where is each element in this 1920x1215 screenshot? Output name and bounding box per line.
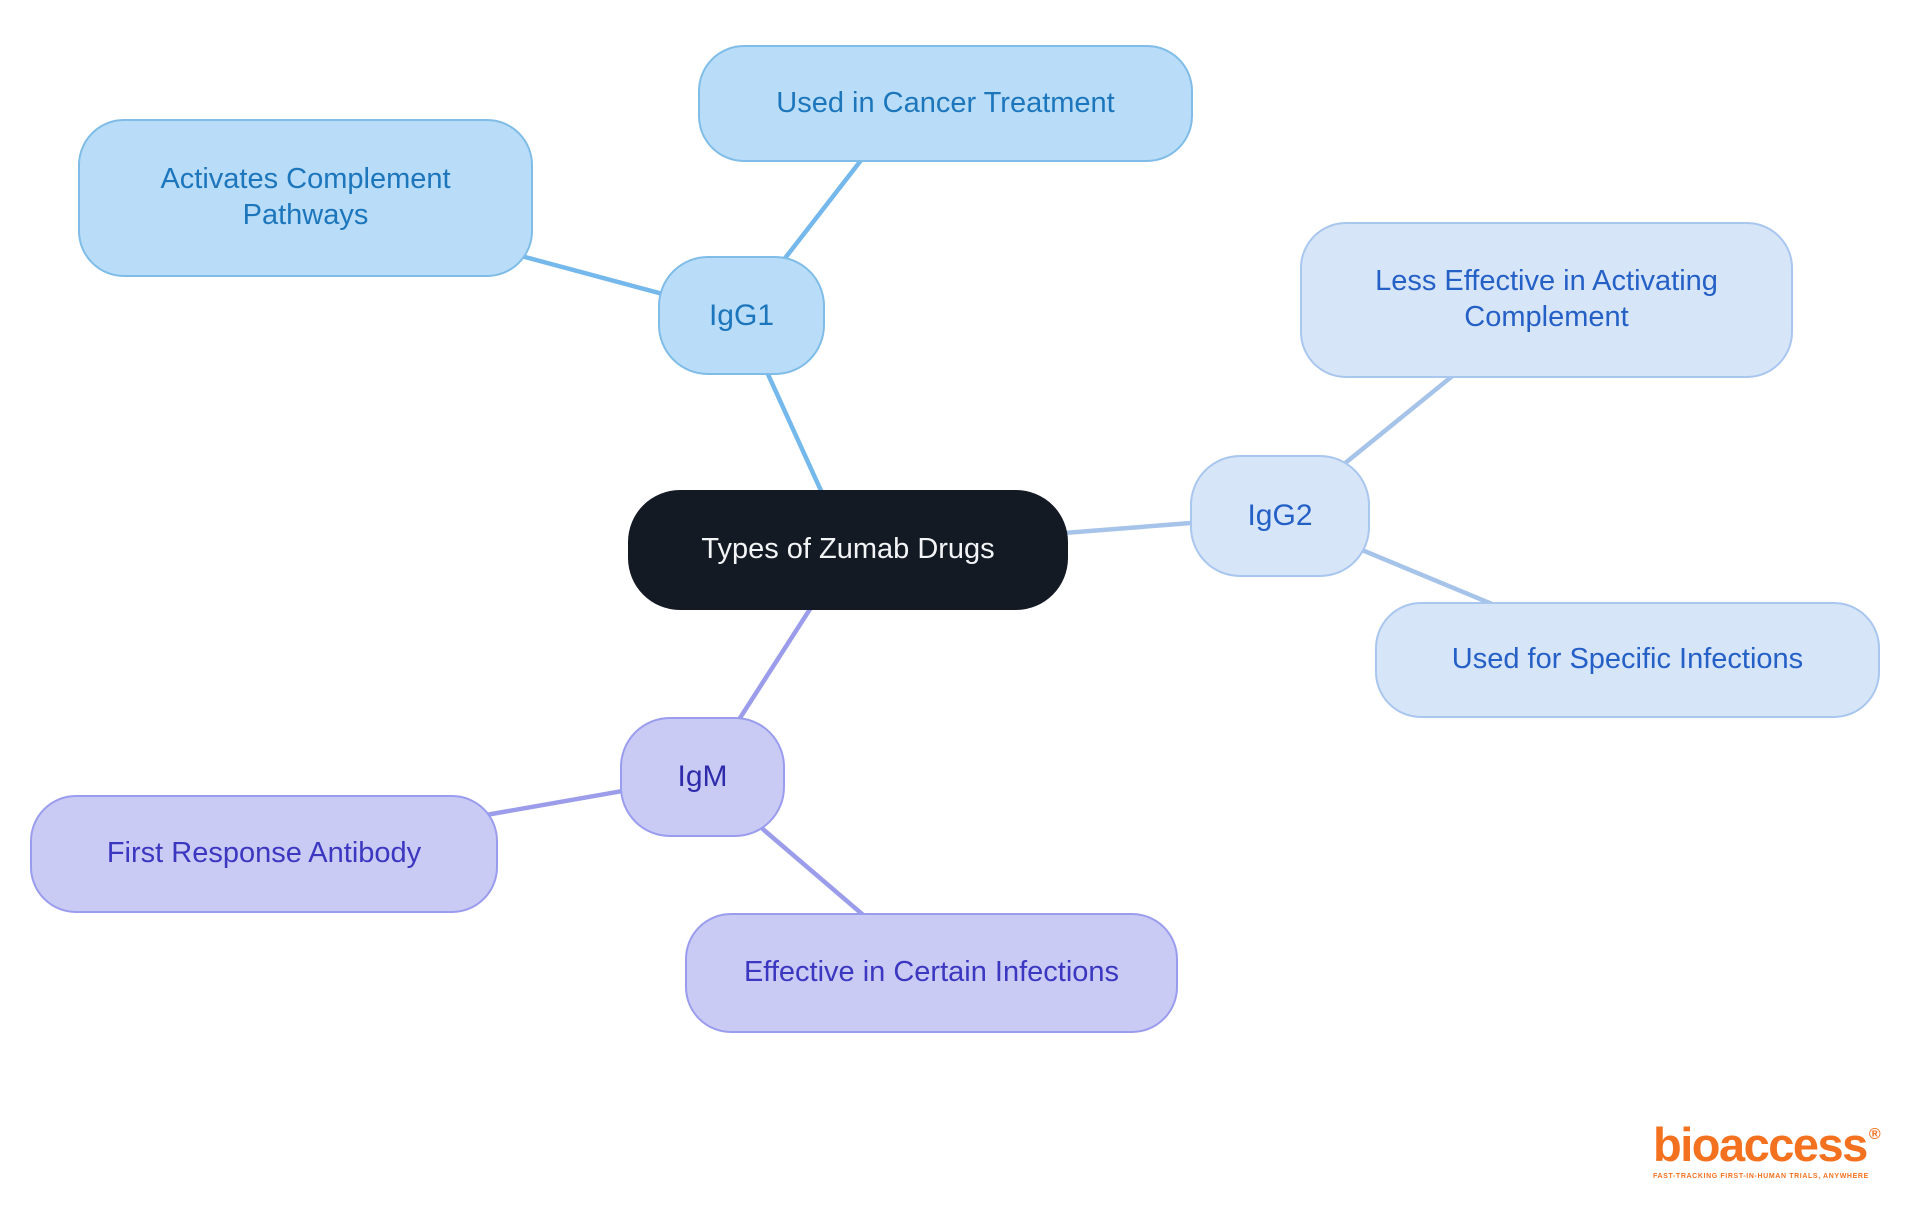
- central-node: Types of Zumab Drugs: [628, 490, 1068, 610]
- branch-node-igg1-label: IgG1: [708, 298, 775, 332]
- child-node-label: Effective in Certain Infections: [743, 956, 1120, 989]
- branch-node-igm-label: IgM: [677, 760, 728, 794]
- child-node-label: Activates Complement Pathways: [160, 163, 451, 231]
- child-node-used-for-specific-infections: Used for Specific Infections: [1375, 602, 1880, 718]
- child-node-label: Less Effective in Activating Complement: [1375, 265, 1718, 333]
- branch-node-igg1: IgG1: [658, 256, 825, 375]
- child-node-activates-complement-pathways: Activates Complement Pathways: [78, 119, 533, 277]
- child-node-label: Used for Specific Infections: [1451, 643, 1804, 676]
- child-node-less-effective-in-activating-complement: Less Effective in Activating Complement: [1300, 222, 1793, 378]
- child-node-label: Used in Cancer Treatment: [776, 86, 1115, 119]
- child-node-label: First Response Antibody: [106, 837, 422, 870]
- branch-node-igg2-label: IgG2: [1247, 499, 1313, 533]
- branch-node-igg2: IgG2: [1190, 455, 1370, 577]
- branch-node-igm: IgM: [620, 717, 785, 837]
- child-node-used-in-cancer-treatment: Used in Cancer Treatment: [698, 45, 1193, 162]
- bioaccess-logo-text: bioaccess: [1653, 1118, 1868, 1171]
- child-node-effective-in-certain-infections: Effective in Certain Infections: [685, 913, 1178, 1033]
- central-node-label: Types of Zumab Drugs: [701, 533, 995, 566]
- bioaccess-logo-wordmark: bioaccess®: [1653, 1121, 1881, 1168]
- child-node-first-response-antibody: First Response Antibody: [30, 795, 498, 913]
- registered-trademark-symbol: ®: [1868, 1126, 1881, 1143]
- bioaccess-logo: bioaccess® FAST-TRACKING FIRST-IN-HUMAN …: [1653, 1121, 1881, 1180]
- bioaccess-logo-tagline: FAST-TRACKING FIRST-IN-HUMAN TRIALS, ANY…: [1653, 1173, 1869, 1180]
